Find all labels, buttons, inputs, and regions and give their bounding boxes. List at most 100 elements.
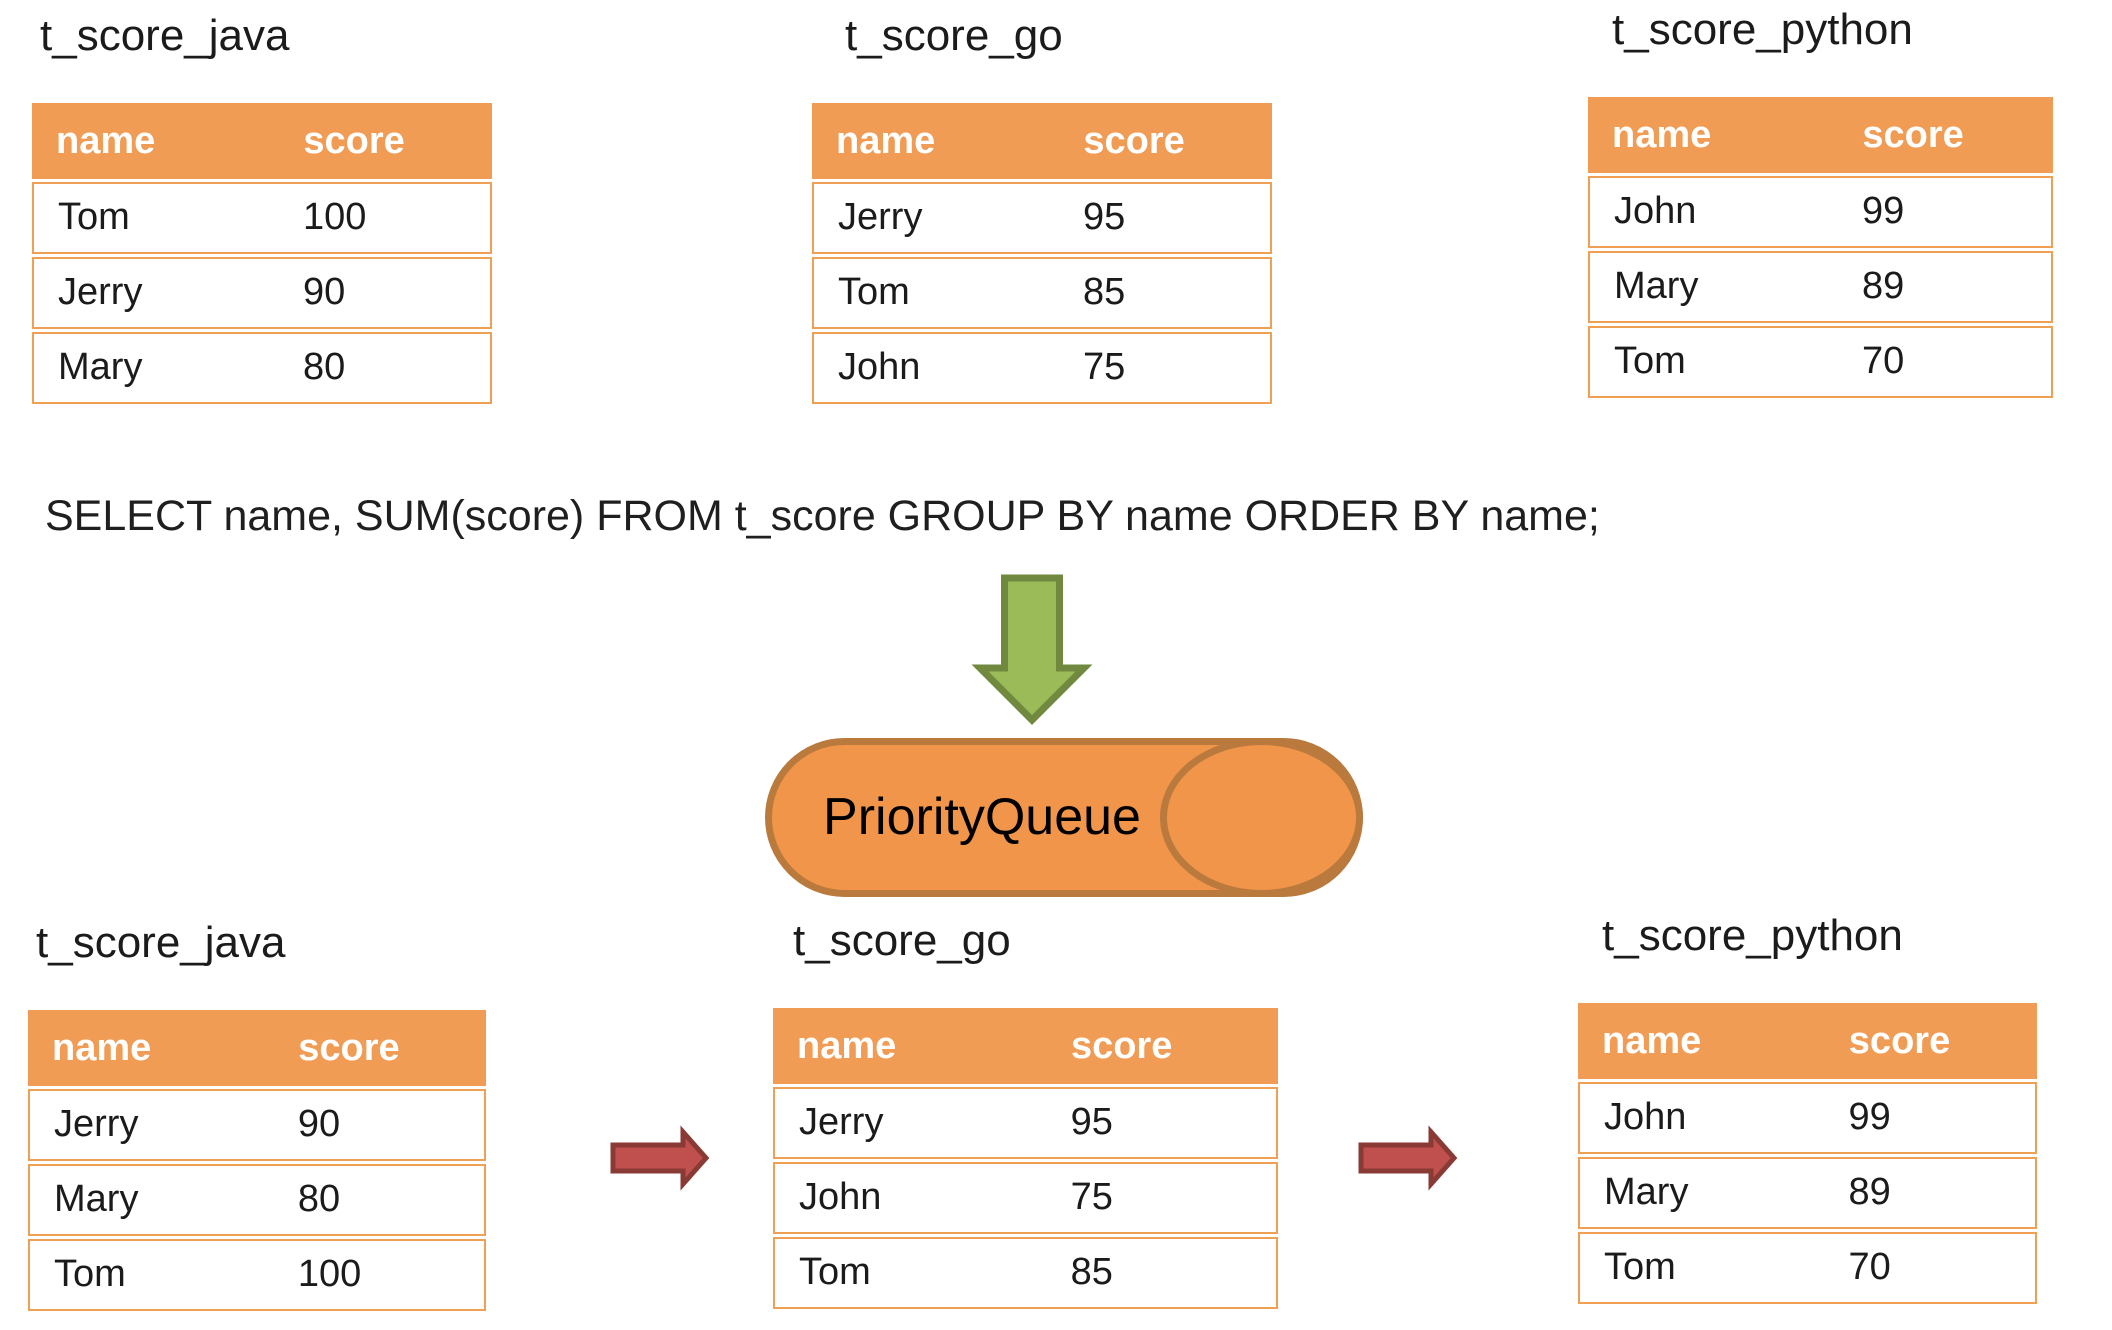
table-row: Jerry 90 [32,257,492,329]
sql-statement: SELECT name, SUM(score) FROM t_score GRO… [45,492,1600,540]
cell-score: 70 [1861,340,1905,382]
table-title: t_score_go [845,11,1063,60]
table-header: name score [1578,1003,2037,1079]
table-row: Tom 100 [28,1239,486,1311]
cell-score: 75 [1083,346,1126,388]
cell-name: Tom [838,271,910,313]
cell-name: Tom [58,196,130,238]
cell-name: Mary [1614,265,1699,307]
cell-name: Tom [1614,340,1686,382]
cylinder-cap-ellipse [1160,738,1363,897]
right-arrow-icon [610,1125,710,1191]
table-title: t_score_java [40,11,290,60]
cell-score: 99 [1848,1096,1891,1138]
table-row: John 75 [773,1162,1278,1234]
cell-score: 85 [1070,1251,1113,1293]
table-row: Tom 85 [812,257,1272,329]
table-row: Mary 89 [1578,1157,2037,1229]
cell-name: John [1604,1096,1687,1138]
cell-name: John [838,346,921,388]
table-row: John 75 [812,332,1272,404]
cell-score: 75 [1070,1176,1113,1218]
table-row: Tom 70 [1588,326,2053,398]
cell-score: 85 [1083,271,1126,313]
table-row: Tom 85 [773,1237,1278,1309]
cell-name: Jerry [58,271,143,313]
column-header-score: score [1862,114,1964,156]
column-header-name: name [836,120,936,162]
cell-name: Mary [1604,1171,1689,1213]
cell-name: Tom [1604,1246,1676,1288]
cell-name: Mary [58,346,143,388]
cell-score: 95 [1070,1101,1113,1143]
cell-score: 80 [297,1178,341,1220]
table-row: Mary 89 [1588,251,2053,323]
cell-score: 89 [1861,265,1905,307]
cell-name: John [799,1176,882,1218]
cell-score: 70 [1848,1246,1891,1288]
cell-name: Tom [799,1251,871,1293]
table-row: Jerry 95 [812,182,1272,254]
cell-score: 100 [297,1253,362,1295]
right-arrow-icon [1358,1125,1458,1191]
table-header: name score [32,103,492,179]
cylinder-label: PriorityQueue [823,788,1141,846]
column-header-name: name [1612,114,1712,156]
cell-score: 100 [303,196,367,238]
cell-score: 95 [1083,196,1126,238]
table-row: Tom 100 [32,182,492,254]
table-title: t_score_python [1602,911,1903,960]
down-arrow-icon [971,574,1093,725]
table-header: name score [28,1010,486,1086]
column-header-score: score [298,1027,400,1069]
table-header: name score [773,1008,1278,1084]
table-header: name score [1588,97,2053,173]
cell-name: Tom [54,1253,126,1295]
table-row: John 99 [1578,1082,2037,1154]
column-header-score: score [1848,1020,1951,1062]
table-title: t_score_go [793,916,1011,965]
column-header-score: score [303,120,405,162]
column-header-score: score [1083,120,1185,162]
cell-score: 90 [297,1103,341,1145]
column-header-name: name [797,1025,897,1067]
column-header-name: name [56,120,156,162]
cell-score: 90 [303,271,346,313]
table-row: Jerry 95 [773,1087,1278,1159]
cell-name: Jerry [799,1101,884,1143]
table-title: t_score_python [1612,5,1913,54]
table-row: Tom 70 [1578,1232,2037,1304]
table-title: t_score_java [36,918,286,967]
cell-name: Jerry [838,196,923,238]
column-header-name: name [1602,1020,1702,1062]
cell-score: 89 [1848,1171,1891,1213]
column-header-name: name [52,1027,152,1069]
table-header: name score [812,103,1272,179]
column-header-score: score [1070,1025,1173,1067]
cell-score: 80 [303,346,346,388]
cell-name: Mary [54,1178,139,1220]
cell-score: 99 [1861,190,1905,232]
table-row: Mary 80 [28,1164,486,1236]
